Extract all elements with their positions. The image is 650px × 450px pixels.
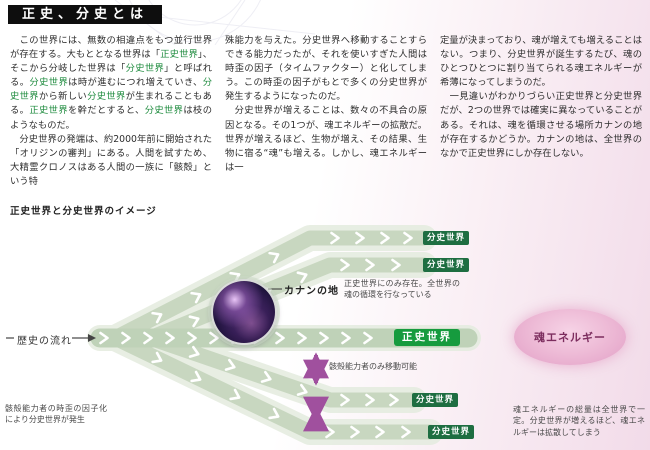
paragraph: 分史世界の発端は、約2000年前に開始された「オリジンの審判」にある。人間を試す… [10,133,212,187]
history-flow-label: 歴史の流れ [17,336,72,347]
soul-energy-ellipse: 魂エネルギー [514,309,626,365]
paragraph: 定量が決まっており、魂が増えても増えることはない。つまり、分史世界が誕生するたび… [440,35,642,89]
article-column-3: 定量が決まっており、魂が増えても増えることはない。つまり、分史世界が誕生するたび… [440,34,642,189]
bunshi-world-badge: 分史世界 [428,425,474,439]
timeline-diagram: 分史世界 分史世界 分史世界 分史世界 正史世界 歴史の流れ カナンの地 正史世… [0,218,650,450]
paragraph: 分史世界が増えることは、数々の不具合の原因となる。その1つが、魂エネルギーの拡散… [225,105,427,173]
soul-energy-label: 魂エネルギー [534,331,606,344]
branch-bands [107,230,438,440]
diagram-section-label: 正史世界と分史世界のイメージ [10,206,157,217]
page-title: 正史、分史とは [8,5,163,24]
canaan-note: 正史世界にのみ存在。全世界の魂の循環を行なっている [344,279,460,300]
right-arrow-icon [6,334,96,342]
paragraph: 殊能力を与えた。分史世界へ移動することすらできる能力だったが、それを使いすぎた人… [225,35,427,103]
seishi-world-badge: 正史世界 [394,329,460,346]
movement-note: 骸殻能力者のみ移動可能 [329,362,417,371]
canaan-label: カナンの地 [284,286,339,297]
bunshi-world-badge: 分史世界 [423,258,469,272]
paragraph: この世界には、無数の相違点をもつ並行世界が存在する。大もととなる世界は「正史世界… [10,35,212,131]
article-column-2: 殊能力を与えた。分史世界へ移動することすらできる能力だったが、それを使いすぎた人… [225,34,427,189]
bunshi-world-badge: 分史世界 [412,393,458,407]
canaan-sphere [211,279,277,345]
bunshi-world-badge: 分史世界 [423,231,469,245]
soul-energy-note: 魂エネルギーの総量は全世界で一定。分史世界が増えるほど、魂エネルギーは拡散してし… [513,405,645,437]
branch-origin-note: 骸殻能力者の時歪の因子化により分史世界が発生 [5,404,107,425]
article-column-1: この世界には、無数の相違点をもつ並行世界が存在する。大もととなる世界は「正史世界… [10,34,212,189]
article-body: この世界には、無数の相違点をもつ並行世界が存在する。大もととなる世界は「正史世界… [10,34,642,189]
paragraph: 一見違いがわかりづらい正史世界と分史世界だが、2つの世界では確実に異なっているこ… [440,91,642,159]
